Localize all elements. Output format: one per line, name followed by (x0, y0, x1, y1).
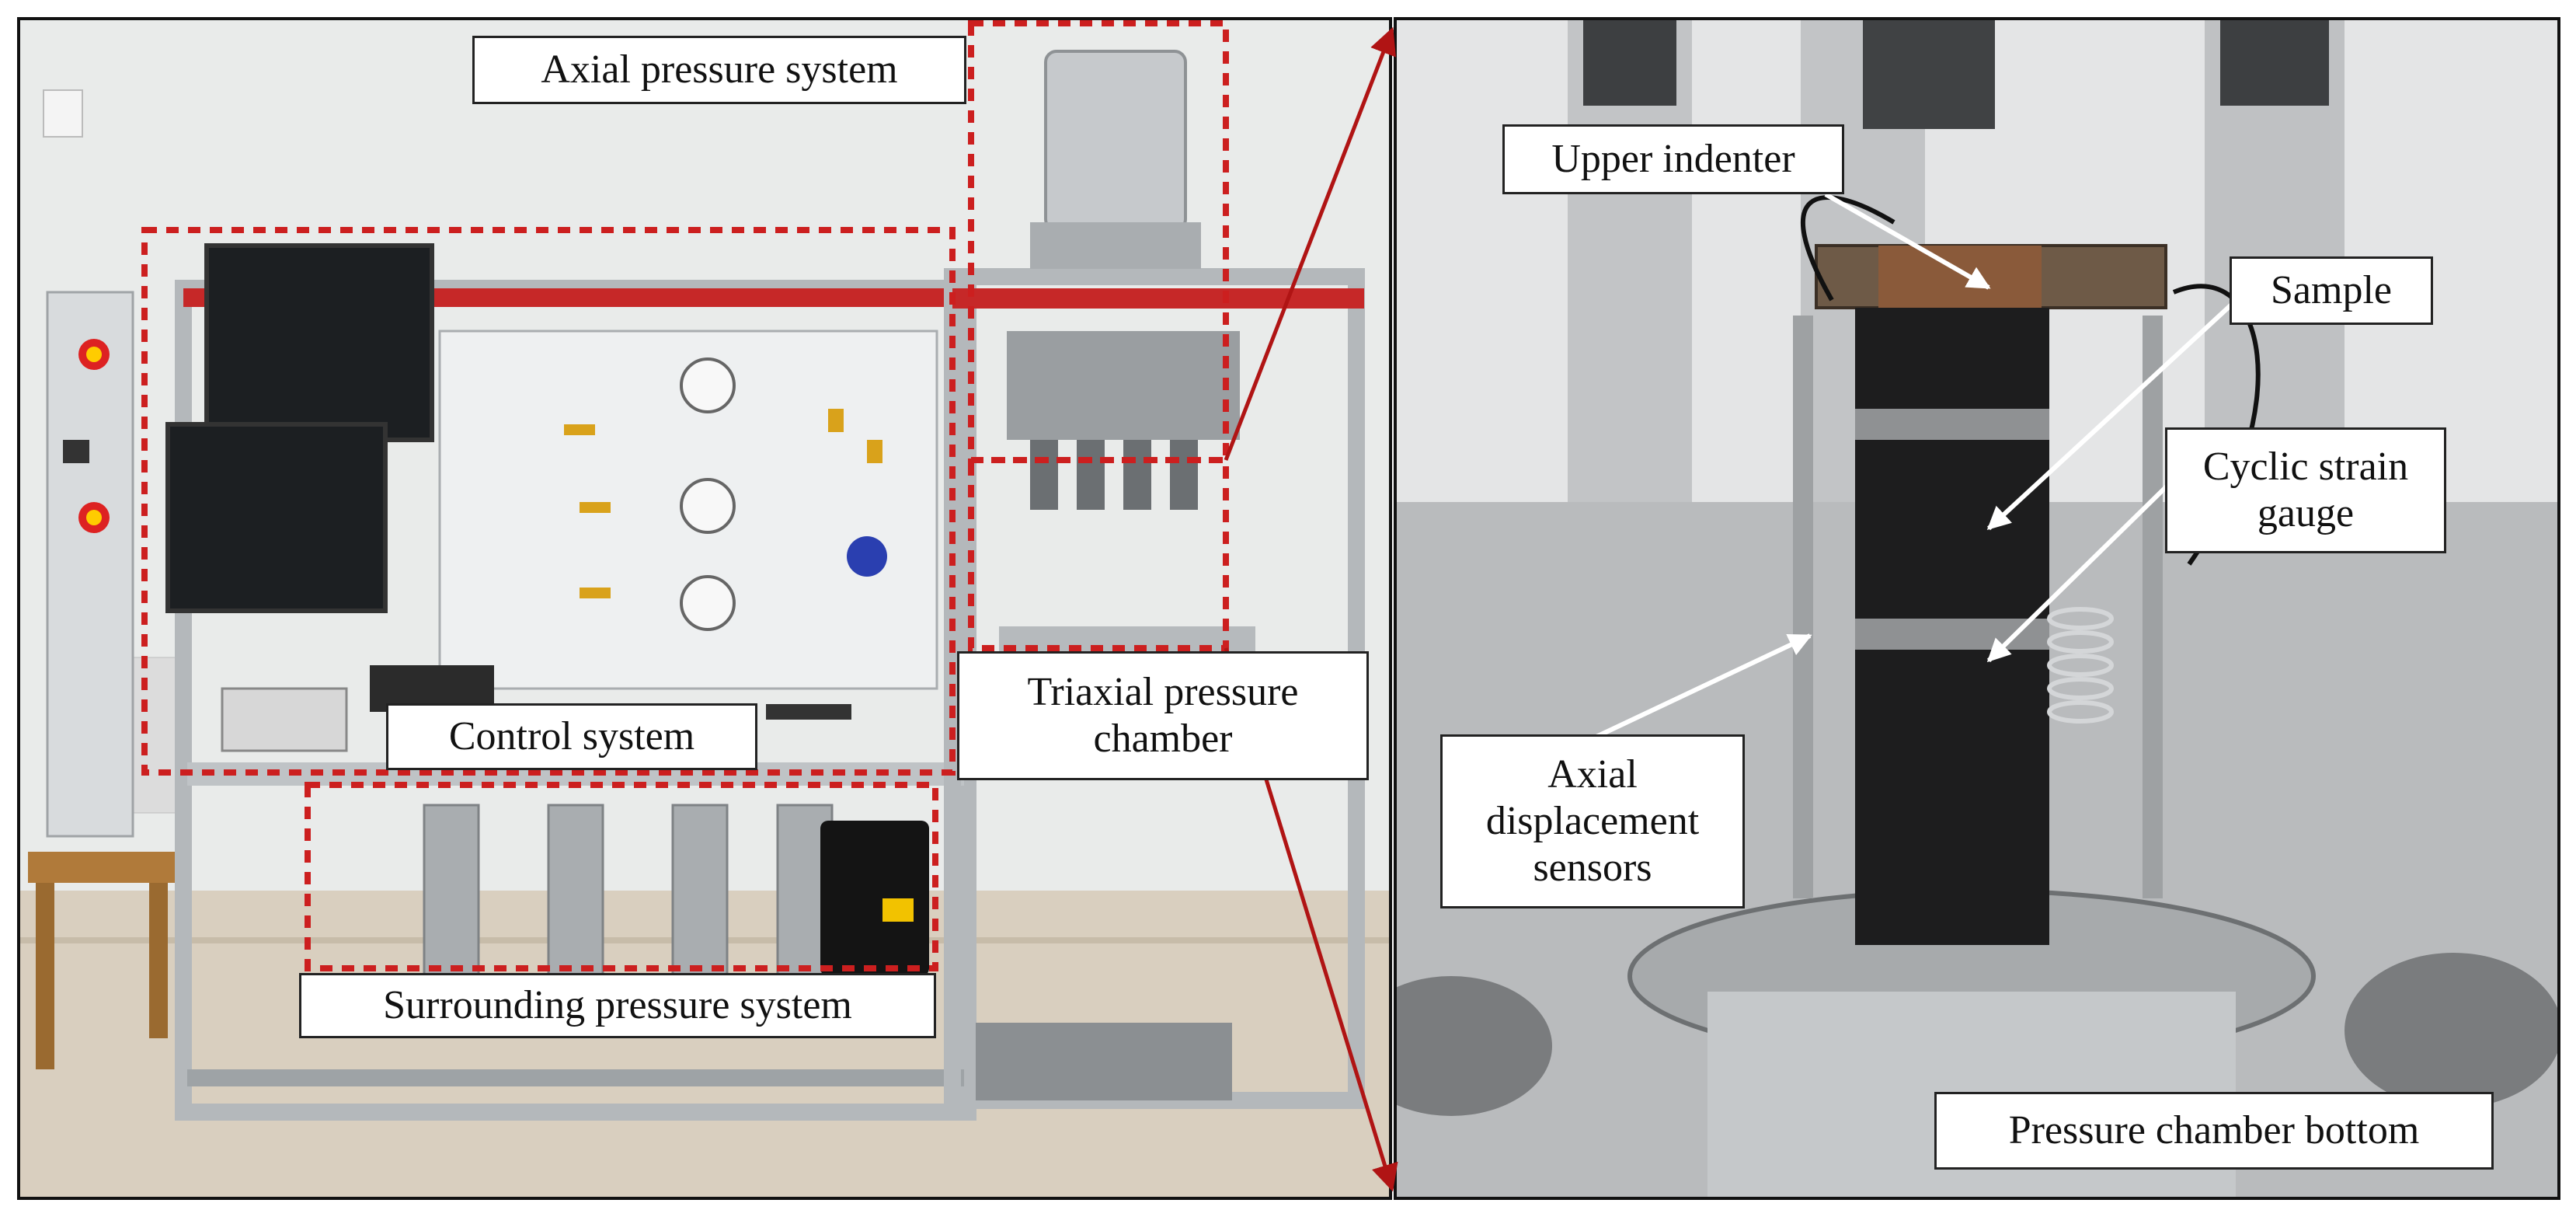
axial-disp-line2-text: displacement (1485, 799, 1700, 844)
pressure-chamber-bottom-label: Pressure chamber bottom (1934, 1092, 2494, 1170)
cyclic-strain-gauge-label: Cyclic strain gauge (2165, 427, 2446, 553)
sample-label: Sample (2230, 256, 2433, 325)
surrounding-pressure-system-text: Surrounding pressure system (383, 983, 852, 1028)
upper-indenter-label: Upper indenter (1502, 124, 1844, 194)
control-system-label: Control system (386, 703, 757, 770)
triaxial-pressure-chamber-label: Triaxial pressure chamber (957, 651, 1369, 780)
cyclic-line2-text: gauge (2257, 491, 2355, 535)
axial-displacement-sensors-label: Axial displacement sensors (1440, 734, 1745, 908)
axial-disp-line1-text: Axial (1547, 752, 1638, 797)
control-system-text: Control system (448, 714, 695, 759)
axial-pressure-system-label: Axial pressure system (472, 36, 966, 104)
axial-disp-line3-text: sensors (1533, 845, 1652, 890)
triaxial-line2-text: chamber (1093, 717, 1233, 761)
right-photo-panel (1394, 17, 2560, 1200)
sample-text: Sample (2271, 268, 2392, 313)
cyclic-line1-text: Cyclic strain (2202, 445, 2409, 490)
triaxial-line1-text: Triaxial pressure (1027, 670, 1299, 715)
surrounding-pressure-system-label: Surrounding pressure system (299, 973, 936, 1038)
upper-indenter-text: Upper indenter (1551, 137, 1795, 182)
pressure-chamber-bottom-text: Pressure chamber bottom (2008, 1108, 2420, 1153)
sample-closeup-photo (1397, 20, 2557, 1197)
axial-pressure-system-text: Axial pressure system (541, 47, 898, 92)
